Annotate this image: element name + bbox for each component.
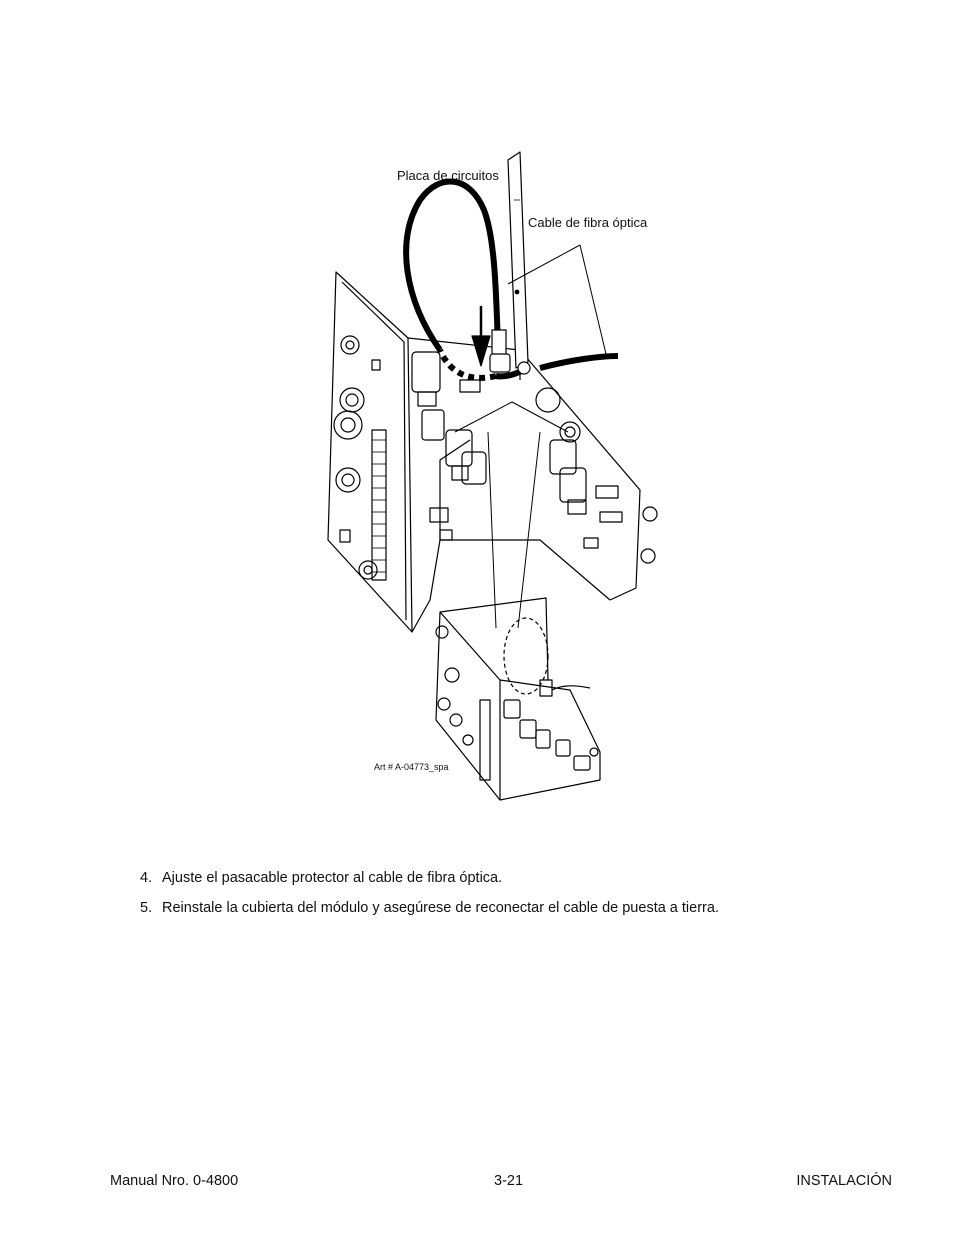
insertion-arrow — [471, 306, 491, 367]
detail-beam — [454, 401, 569, 629]
step-number: 4. — [140, 870, 153, 886]
circuit-board — [507, 151, 529, 369]
callout-circuit-board: Placa de circuitos — [397, 168, 499, 183]
step-text: Ajuste el pasacable protector al cable d… — [162, 870, 503, 886]
step-text: Reinstale la cubierta del módulo y asegú… — [162, 900, 719, 916]
footer-manual-number: Manual Nro. 0-4800 — [110, 1173, 239, 1189]
callout-leaders — [507, 244, 607, 355]
module-illustration — [327, 151, 658, 801]
step-item: 4. Ajuste el pasacable protector al cable… — [140, 869, 502, 887]
step-item: 5. Reinstale la cubierta del módulo y ase… — [140, 899, 719, 917]
art-number: Art # A-04773_spa — [374, 762, 449, 772]
callout-fiber-optic-cable: Cable de fibra óptica — [528, 215, 648, 230]
module-front-panel — [327, 271, 413, 633]
fiber-optic-cable — [403, 178, 619, 381]
step-number: 5. — [140, 900, 153, 916]
small-module — [435, 597, 601, 801]
footer-section: INSTALACIÓN — [796, 1173, 892, 1189]
footer-page-number: 3-21 — [494, 1173, 524, 1189]
module-chassis — [407, 337, 658, 633]
valve-cluster — [411, 351, 658, 564]
